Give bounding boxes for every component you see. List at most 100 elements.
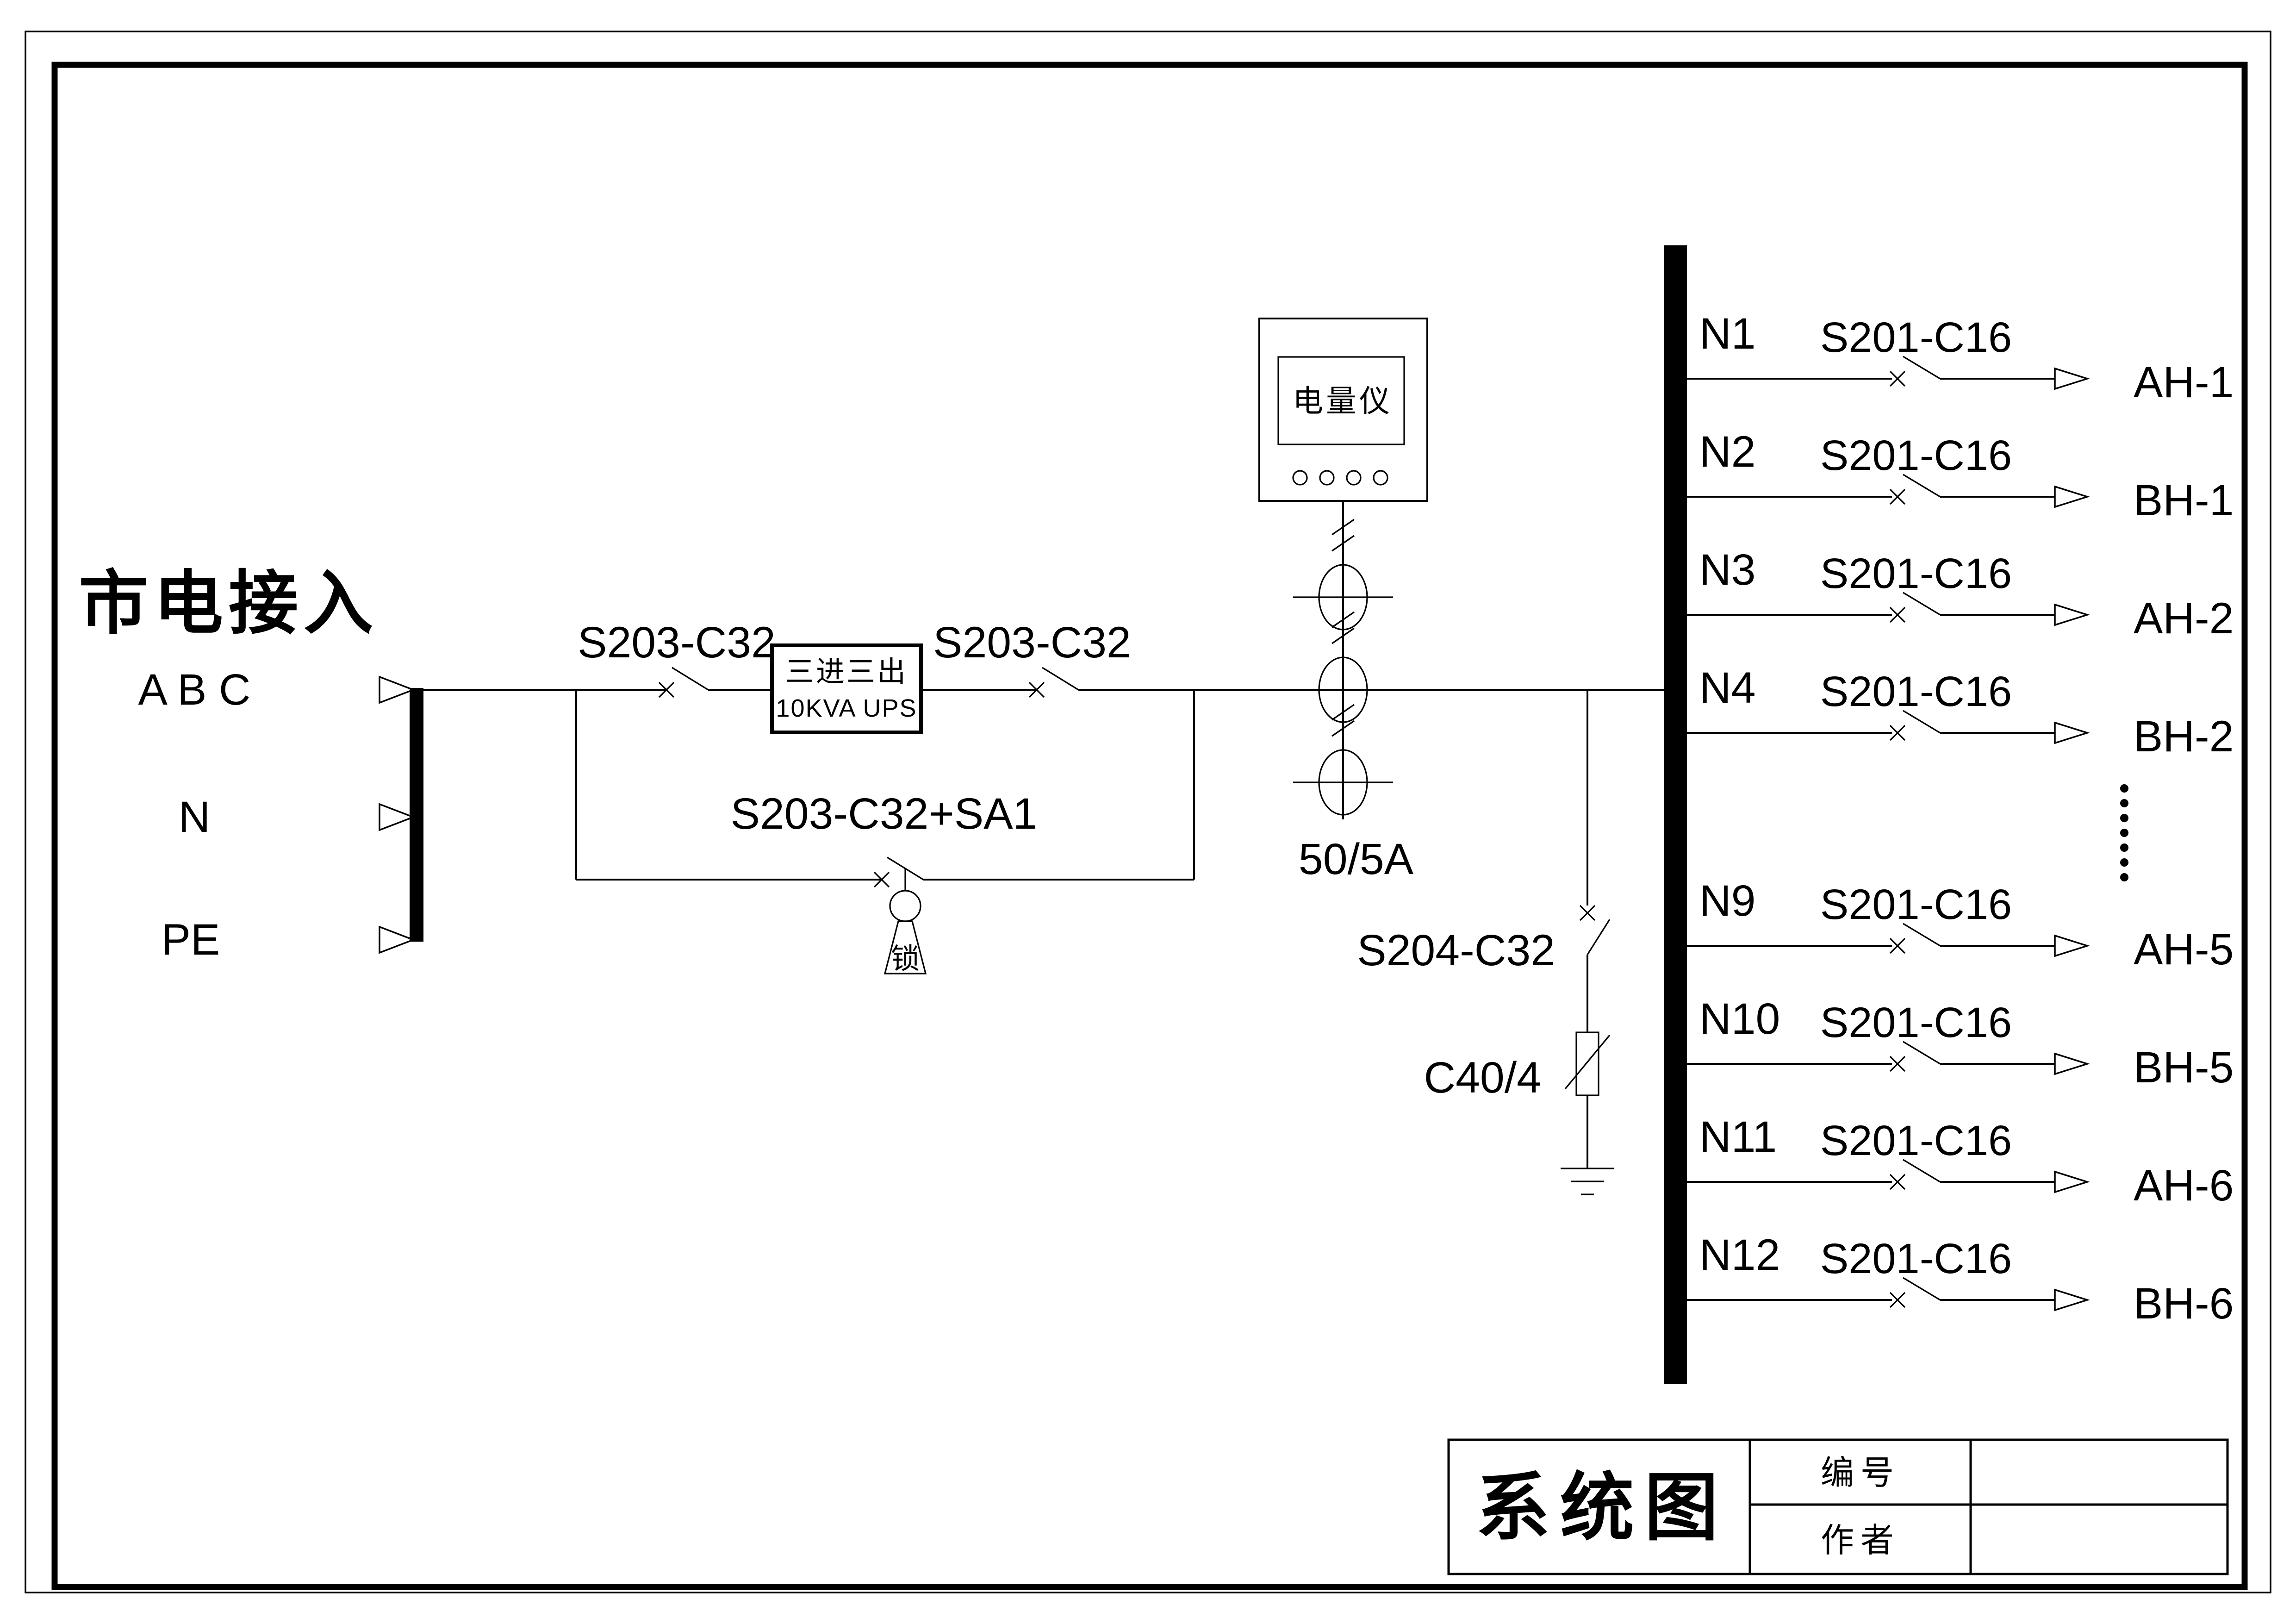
branch-output-label: AH-2: [2134, 594, 2234, 643]
branch-output-label: BH-2: [2134, 712, 2234, 761]
breaker-contact-icon: [1889, 1292, 1906, 1308]
drawing-title: 系统图: [1476, 1466, 1729, 1549]
branch-breaker-label: S201-C16: [1820, 314, 2012, 361]
meter-button-icon: [1292, 470, 1308, 486]
neutral-entry-arrow-icon: [379, 803, 416, 831]
ct-phase-a-icon: [1293, 518, 1393, 631]
branch-breaker-label: S201-C16: [1820, 668, 2012, 715]
branch-circuit-n1: N1 S201-C16 AH-1: [1687, 309, 2234, 407]
branch-circuit-n2: N2 S201-C16 BH-1: [1687, 427, 2234, 525]
meter-button-icon: [1373, 470, 1388, 486]
spd-breaker-label: S204-C32: [1357, 926, 1555, 975]
breaker-contact-icon: [1889, 606, 1906, 623]
branch-output-label: BH-6: [2134, 1279, 2234, 1328]
bypass-path: S203-C32+SA1 锁: [575, 690, 1195, 975]
bypass-breaker-label: S203-C32+SA1: [731, 789, 1038, 838]
branch-arrow-icon: [2054, 1288, 2090, 1312]
ups-box: [770, 643, 923, 734]
breaker-blade-icon: [672, 667, 709, 691]
branch-output-label: BH-5: [2134, 1043, 2234, 1092]
breaker-blade-icon: [1903, 356, 1941, 380]
spd-device-label: C40/4: [1424, 1053, 1541, 1102]
branch-arrow-icon: [2054, 721, 2090, 744]
ups-output-breaker: S203-C32: [933, 618, 1131, 698]
ct-slash-marks: [1332, 704, 1355, 737]
breaker-blade-icon: [1042, 667, 1079, 691]
branch-arrow-icon: [2054, 1052, 2090, 1075]
branch-circuit-n4: N4 S201-C16 BH-2: [1687, 663, 2234, 761]
phase-entry-arrow-icon: [379, 675, 416, 704]
breaker-contact-icon: [1889, 488, 1906, 505]
arrester-body: [1575, 1031, 1599, 1096]
ct-slash-marks: [1332, 611, 1355, 644]
padlock-icon: 锁: [884, 868, 927, 975]
breaker-blade-icon: [1903, 592, 1941, 616]
title-block: 系统图 编号 作者: [1447, 1438, 2229, 1575]
ups-label-line2: 10KVA UPS: [776, 694, 917, 722]
branch-breaker-label: S201-C16: [1820, 1117, 2012, 1164]
branch-circuit-n10: N10 S201-C16 BH-5: [1687, 994, 2234, 1092]
ups-unit: 三进三出 10KVA UPS: [770, 643, 923, 734]
neutral-label: N: [179, 793, 211, 842]
branch-breaker-label: S201-C16: [1820, 999, 2012, 1046]
branch-arrow-icon: [2054, 1170, 2090, 1193]
incoming-busbar: [410, 688, 423, 942]
surge-arrester-icon: [1564, 1031, 1611, 1096]
branch-feeder-label: N4: [1699, 663, 1755, 712]
branch-breaker-label: S201-C16: [1820, 1235, 2012, 1282]
breaker-contact-icon: [873, 871, 890, 888]
branch-circuit-n9: N9 S201-C16 AH-5: [1687, 876, 2234, 974]
breaker-contact-icon: [1889, 937, 1906, 954]
phase-abc-label: A B C: [138, 665, 251, 714]
mains-title: 市电接入: [79, 564, 379, 642]
branch-output-label: BH-1: [2134, 476, 2234, 525]
ups-input-breaker-label: S203-C32: [578, 618, 776, 667]
branch-output-label: AH-1: [2134, 358, 2234, 407]
ground-icon: [1561, 1168, 1614, 1195]
meter-button-icon: [1346, 470, 1362, 486]
spd-branch: S204-C32 C40/4: [1357, 690, 1614, 1195]
ellipsis-dots: [2120, 784, 2128, 881]
breaker-contact-icon: [658, 681, 675, 698]
ct-ratio-label: 50/5A: [1299, 835, 1414, 884]
branch-feeder-label: N3: [1699, 545, 1755, 594]
breaker-blade-icon: [1903, 710, 1941, 734]
padlock-tag: [884, 920, 927, 974]
padlock-body: [889, 890, 921, 922]
ct-coil: [1318, 656, 1368, 723]
branch-output-label: AH-5: [2134, 925, 2234, 974]
branch-feeder-label: N2: [1699, 427, 1755, 476]
breaker-blade-icon: [1587, 919, 1611, 955]
distribution-busbar: [1664, 245, 1687, 1384]
power-meter-assembly: 电量仪 50/5A: [1258, 318, 1428, 884]
meter-button-icon: [1319, 470, 1335, 486]
pe-label: PE: [162, 915, 220, 964]
branch-feeder-label: N12: [1699, 1230, 1780, 1280]
branch-output-label: AH-6: [2134, 1161, 2234, 1210]
breaker-contact-icon: [1889, 1174, 1906, 1190]
branch-breaker-label: S201-C16: [1820, 881, 2012, 928]
branch-arrow-icon: [2054, 603, 2090, 626]
field-number-label: 编号: [1821, 1455, 1900, 1492]
branch-breaker-label: S201-C16: [1820, 550, 2012, 597]
branch-circuit-n3: N3 S201-C16 AH-2: [1687, 545, 2234, 643]
branch-feeder-label: N9: [1699, 876, 1755, 925]
breaker-blade-icon: [1903, 1277, 1941, 1301]
branch-circuit-n11: N11 S201-C16 AH-6: [1687, 1112, 2234, 1210]
breaker-contact-icon: [1028, 681, 1045, 698]
branch-feeder-label: N10: [1699, 994, 1780, 1043]
breaker-blade-icon: [1903, 923, 1941, 947]
ups-output-breaker-label: S203-C32: [933, 618, 1131, 667]
field-author-label: 作者: [1821, 1522, 1900, 1559]
drawing-frame: [25, 31, 2271, 1593]
branch-circuit-n12: N12 S201-C16 BH-6: [1687, 1230, 2234, 1328]
breaker-contact-icon: [1889, 370, 1906, 387]
breaker-contact-icon: [1889, 725, 1906, 741]
frame-inner-border: [51, 62, 2248, 1590]
branch-feeder-label: N1: [1699, 309, 1755, 358]
breaker-contact-icon: [1889, 1056, 1906, 1072]
breaker-contact-icon: [1579, 905, 1596, 921]
branch-breaker-label: S201-C16: [1820, 432, 2012, 479]
title-block-border: [1447, 1438, 2229, 1575]
